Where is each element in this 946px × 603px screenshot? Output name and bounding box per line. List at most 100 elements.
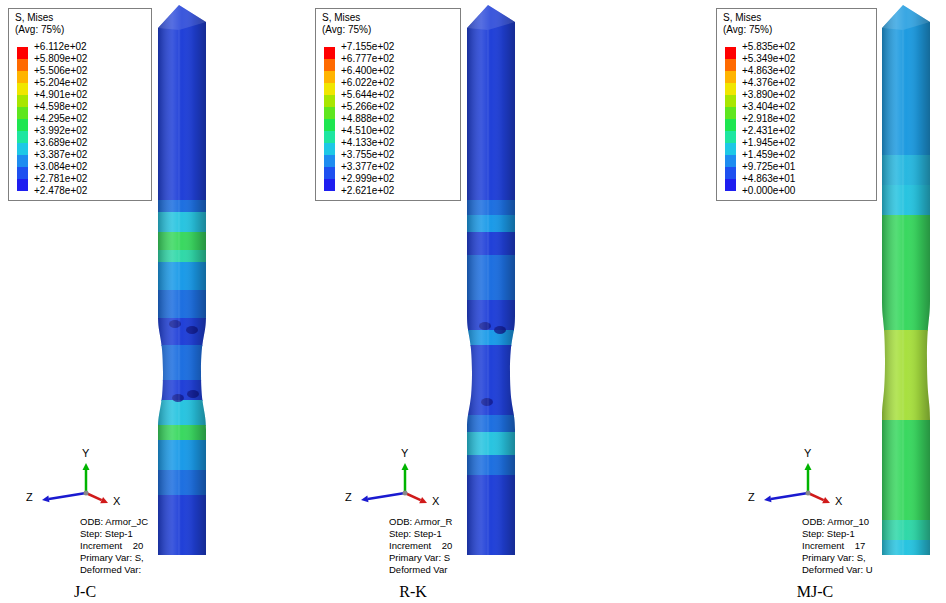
viewport-info: Step: Step-1	[802, 528, 855, 539]
legend-value: +6.400e+02	[341, 65, 394, 77]
viewport-info: Primary Var: S,	[80, 552, 144, 563]
color-swatch	[324, 95, 335, 107]
legend-value: +3.890e+02	[742, 89, 795, 101]
viewport-info: Primary Var: S,	[802, 552, 866, 563]
legend-value: +4.888e+02	[341, 113, 394, 125]
legend-value: +6.112e+02	[34, 41, 87, 53]
axis-label: Y	[804, 447, 811, 459]
legend-value: +5.266e+02	[341, 101, 394, 113]
viewport-info: Deformed Var:	[80, 564, 141, 575]
axis-triad	[764, 463, 830, 503]
color-swatch	[725, 143, 736, 155]
axis-label: Z	[26, 491, 33, 503]
color-swatch	[17, 83, 28, 95]
legend-value: +3.404e+02	[742, 101, 795, 113]
legend-value: +3.689e+02	[34, 137, 87, 149]
viewport-info: Deformed Var	[389, 564, 447, 575]
legend-value: +4.295e+02	[34, 113, 87, 125]
color-swatch	[324, 47, 335, 59]
legend-value: +4.863e+01	[742, 173, 795, 185]
color-swatch	[17, 107, 28, 119]
color-swatch	[17, 131, 28, 143]
color-swatch	[324, 107, 335, 119]
legend-value: +3.377e+02	[341, 161, 394, 173]
color-swatch	[324, 143, 335, 155]
color-swatch	[17, 155, 28, 167]
legend-value: +2.431e+02	[742, 125, 795, 137]
legend-title: (Avg: 75%)	[15, 24, 64, 36]
color-swatch	[17, 47, 28, 59]
legend-value: +3.084e+02	[34, 161, 87, 173]
viewport-info: ODB: Armor_R	[389, 516, 452, 527]
viewport-info: Increment 20	[80, 540, 143, 551]
legend-value: +4.376e+02	[742, 77, 795, 89]
legend-value: +5.349e+02	[742, 53, 795, 65]
legend-value: +4.133e+02	[341, 137, 394, 149]
color-swatch	[17, 119, 28, 131]
legend-value: +2.478e+02	[34, 185, 87, 197]
color-swatch	[17, 59, 28, 71]
color-swatch	[324, 71, 335, 83]
model-caption: MJ-C	[797, 583, 833, 601]
axis-label: X	[113, 495, 120, 507]
contour-legend-box: S, Mises(Avg: 75%)+7.155e+02+6.777e+02+6…	[315, 8, 461, 201]
legend-value: +3.992e+02	[34, 125, 87, 137]
legend-value: +5.835e+02	[742, 41, 795, 53]
legend-title: S, Mises	[15, 12, 53, 24]
color-swatch	[725, 131, 736, 143]
legend-value: +2.918e+02	[742, 113, 795, 125]
legend-value: +4.510e+02	[341, 125, 394, 137]
legend-value: +0.000e+00	[742, 185, 795, 197]
legend-value: +2.999e+02	[341, 173, 394, 185]
viewport-info: Increment 17	[802, 540, 865, 551]
legend-value: +5.506e+02	[34, 65, 87, 77]
legend-value: +3.755e+02	[341, 149, 394, 161]
viewport-info: Step: Step-1	[389, 528, 442, 539]
legend-value: +4.598e+02	[34, 101, 87, 113]
model-caption: J-C	[74, 583, 96, 601]
color-swatch	[324, 131, 335, 143]
legend-title: S, Mises	[322, 12, 360, 24]
legend-title: S, Mises	[723, 12, 761, 24]
color-swatch	[324, 59, 335, 71]
axis-label: Y	[401, 447, 408, 459]
color-swatch	[324, 83, 335, 95]
specimen-cylinder	[876, 0, 936, 561]
viewport-info: Primary Var: S	[389, 552, 450, 563]
specimen-cylinder	[461, 0, 521, 561]
model-caption: R-K	[399, 583, 427, 601]
axis-label: X	[835, 495, 842, 507]
color-swatch	[17, 179, 28, 191]
legend-value: +4.863e+02	[742, 65, 795, 77]
legend-title: (Avg: 75%)	[322, 24, 371, 36]
axis-label: Z	[748, 491, 755, 503]
legend-value: +6.022e+02	[341, 77, 394, 89]
legend-value: +2.781e+02	[34, 173, 87, 185]
specimen-cylinder	[152, 0, 212, 561]
contour-legend-box: S, Mises(Avg: 75%)+5.835e+02+5.349e+02+4…	[716, 8, 877, 201]
color-swatch	[725, 95, 736, 107]
axis-label: Z	[345, 491, 352, 503]
color-swatch	[324, 155, 335, 167]
axis-triad	[42, 463, 108, 503]
legend-value: +3.387e+02	[34, 149, 87, 161]
legend-value: +7.155e+02	[341, 41, 394, 53]
viewport-info: ODB: Armor_JC	[80, 516, 148, 527]
axis-triad	[361, 463, 427, 503]
color-swatch	[17, 143, 28, 155]
color-swatch	[17, 71, 28, 83]
legend-value: +6.777e+02	[341, 53, 394, 65]
viewport-info: Step: Step-1	[80, 528, 133, 539]
legend-value: +5.644e+02	[341, 89, 394, 101]
color-swatch	[324, 167, 335, 179]
color-swatch	[324, 179, 335, 191]
color-swatch	[725, 59, 736, 71]
legend-value: +5.204e+02	[34, 77, 87, 89]
legend-value: +9.725e+01	[742, 161, 795, 173]
legend-value: +1.459e+02	[742, 149, 795, 161]
viewport-info: Deformed Var: U	[802, 564, 873, 575]
color-swatch	[324, 119, 335, 131]
color-swatch	[17, 167, 28, 179]
color-swatch	[725, 167, 736, 179]
color-swatch	[725, 71, 736, 83]
